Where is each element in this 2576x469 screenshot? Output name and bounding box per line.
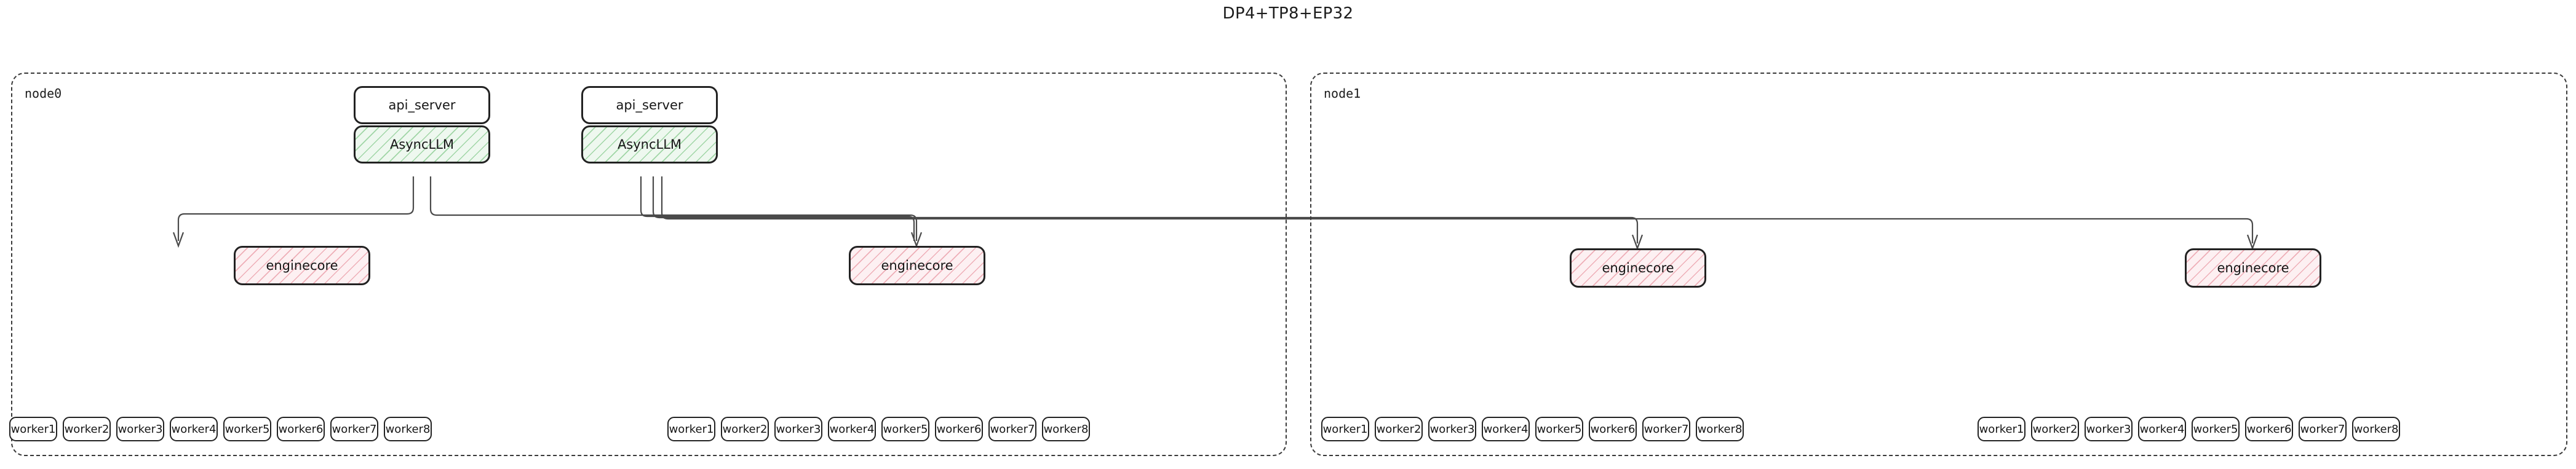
worker-node0-1-2[interactable]: worker2 (63, 417, 111, 441)
worker-node1-2-2-label: worker2 (2032, 422, 2078, 436)
worker-node1-2-4-label: worker4 (2139, 422, 2185, 436)
enginecore-node1-2-label: enginecore (2217, 261, 2289, 275)
worker-node0-1-6[interactable]: worker6 (277, 417, 325, 441)
asyncllm-node0-2[interactable]: AsyncLLM (581, 125, 718, 164)
worker-node0-1-2-label: worker2 (64, 422, 109, 436)
worker-node1-2-8-label: worker8 (2353, 422, 2399, 436)
worker-node1-2-7[interactable]: worker7 (2299, 417, 2347, 441)
worker-node0-2-5-label: worker5 (883, 422, 928, 436)
worker-node1-1-2-label: worker2 (1376, 422, 1421, 436)
worker-node1-2-2[interactable]: worker2 (2031, 417, 2079, 441)
worker-node0-1-7[interactable]: worker7 (330, 417, 378, 441)
worker-node1-1-7[interactable]: worker7 (1642, 417, 1690, 441)
enginecore-node1-2[interactable]: enginecore (2185, 248, 2321, 288)
worker-node1-1-8[interactable]: worker8 (1696, 417, 1744, 441)
cluster-node0 (11, 73, 1287, 456)
worker-node0-1-7-label: worker7 (332, 422, 377, 436)
worker-node0-1-4-label: worker4 (171, 422, 217, 436)
worker-node1-1-1[interactable]: worker1 (1321, 417, 1369, 441)
enginecore-node0-2-label: enginecore (881, 258, 953, 273)
enginecore-node0-1-label: enginecore (266, 258, 338, 273)
worker-node1-2-4[interactable]: worker4 (2138, 417, 2186, 441)
worker-node0-2-6-label: worker6 (936, 422, 982, 436)
worker-node1-1-1-label: worker1 (1322, 422, 1368, 436)
worker-node0-1-1-label: worker1 (10, 422, 56, 436)
worker-node0-2-8[interactable]: worker8 (1042, 417, 1090, 441)
worker-node1-1-5[interactable]: worker5 (1535, 417, 1583, 441)
cluster-node1-label: node1 (1324, 86, 1361, 101)
worker-node0-1-3-label: worker3 (117, 422, 163, 436)
worker-node1-1-3[interactable]: worker3 (1428, 417, 1476, 441)
worker-node1-2-8[interactable]: worker8 (2352, 417, 2400, 441)
worker-node0-1-8-label: worker8 (385, 422, 431, 436)
worker-node0-1-4[interactable]: worker4 (170, 417, 218, 441)
worker-node0-1-5[interactable]: worker5 (223, 417, 271, 441)
worker-node1-2-5[interactable]: worker5 (2192, 417, 2240, 441)
cluster-node1 (1310, 73, 2567, 456)
worker-node1-2-6-label: worker6 (2246, 422, 2292, 436)
worker-node1-1-2[interactable]: worker2 (1375, 417, 1423, 441)
worker-node1-1-6-label: worker6 (1590, 422, 1636, 436)
page-title: DP4+TP8+EP32 (1222, 4, 1354, 23)
worker-node1-2-1[interactable]: worker1 (1978, 417, 2025, 441)
worker-node0-2-4[interactable]: worker4 (828, 417, 876, 441)
worker-node0-2-3-label: worker3 (776, 422, 821, 436)
enginecore-node1-1-label: enginecore (1602, 261, 1674, 275)
worker-node1-2-3[interactable]: worker3 (2085, 417, 2133, 441)
enginecore-node1-1[interactable]: enginecore (1570, 248, 1706, 288)
worker-node0-1-5-label: worker5 (225, 422, 270, 436)
worker-node0-1-1[interactable]: worker1 (9, 417, 57, 441)
asyncllm-node0-2-label: AsyncLLM (617, 137, 682, 152)
worker-node1-2-6[interactable]: worker6 (2245, 417, 2293, 441)
worker-node0-2-7[interactable]: worker7 (988, 417, 1036, 441)
worker-node0-1-3[interactable]: worker3 (116, 417, 164, 441)
enginecore-node0-2[interactable]: enginecore (849, 246, 985, 285)
api-server-node0-2[interactable]: api_server (581, 86, 718, 124)
cluster-node0-label: node0 (25, 86, 62, 101)
api-server-node0-1-label: api_server (388, 98, 456, 112)
worker-node1-1-4[interactable]: worker4 (1482, 417, 1530, 441)
worker-node1-2-1-label: worker1 (1979, 422, 2024, 436)
worker-node1-1-4-label: worker4 (1483, 422, 1529, 436)
worker-node1-2-3-label: worker3 (2086, 422, 2131, 436)
worker-node1-2-7-label: worker7 (2300, 422, 2345, 436)
worker-node1-1-7-label: worker7 (1644, 422, 1689, 436)
asyncllm-node0-1[interactable]: AsyncLLM (354, 125, 490, 164)
worker-node1-1-8-label: worker8 (1697, 422, 1743, 436)
worker-node0-1-6-label: worker6 (278, 422, 324, 436)
worker-node0-2-2[interactable]: worker2 (721, 417, 769, 441)
worker-node1-2-5-label: worker5 (2193, 422, 2238, 436)
worker-node0-2-1-label: worker1 (669, 422, 714, 436)
worker-node0-2-3[interactable]: worker3 (774, 417, 822, 441)
asyncllm-node0-1-label: AsyncLLM (389, 137, 455, 152)
worker-node0-2-8-label: worker8 (1043, 422, 1089, 436)
worker-node0-2-7-label: worker7 (990, 422, 1035, 436)
worker-node0-2-2-label: worker2 (722, 422, 768, 436)
enginecore-node0-1[interactable]: enginecore (234, 246, 370, 285)
worker-node0-2-4-label: worker4 (829, 422, 875, 436)
worker-node1-1-6[interactable]: worker6 (1589, 417, 1637, 441)
worker-node0-1-8[interactable]: worker8 (384, 417, 432, 441)
worker-node0-2-6[interactable]: worker6 (935, 417, 983, 441)
worker-node0-2-1[interactable]: worker1 (667, 417, 715, 441)
worker-node1-1-3-label: worker3 (1429, 422, 1475, 436)
worker-node0-2-5[interactable]: worker5 (881, 417, 929, 441)
api-server-node0-2-label: api_server (616, 98, 683, 112)
api-server-node0-1[interactable]: api_server (354, 86, 490, 124)
worker-node1-1-5-label: worker5 (1536, 422, 1582, 436)
